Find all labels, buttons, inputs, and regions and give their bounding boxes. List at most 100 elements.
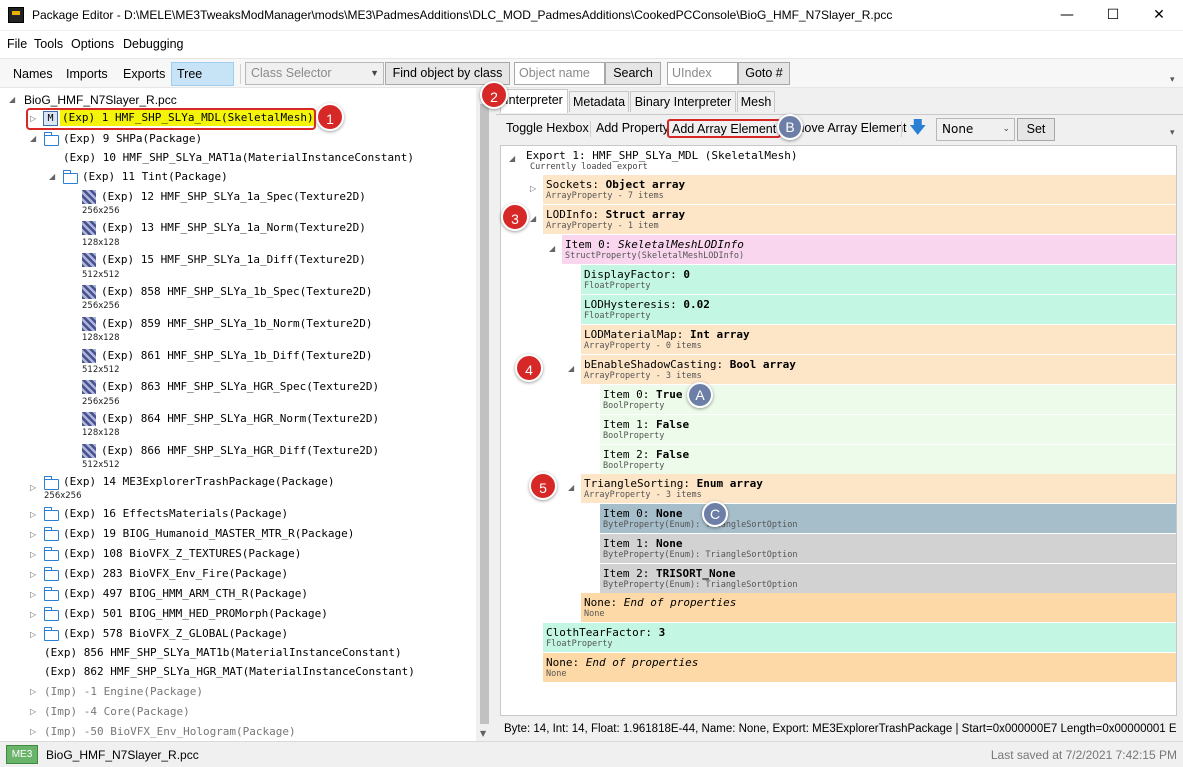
find-by-class-button[interactable]: Find object by class	[385, 62, 510, 85]
object-name-input[interactable]: Object name	[514, 62, 605, 85]
prop-row-end-outer[interactable]: None: End of properties None	[543, 653, 1176, 682]
prop-row-clothtearfactor[interactable]: ClothTearFactor: 3 FloatProperty	[543, 623, 1176, 652]
tree-item[interactable]: (Exp) 861 HMF_SHP_SLYa_1b_Diff(Texture2D…	[101, 349, 373, 362]
tab-interpreter[interactable]: Interpreter	[500, 89, 568, 113]
tree-item[interactable]: (Exp) 108 BioVFX_Z_TEXTURES(Package)	[63, 547, 302, 560]
tree-item[interactable]: (Imp) -4 Core(Package)	[44, 705, 190, 718]
expand-icon[interactable]: ▷	[530, 184, 537, 193]
imports-button[interactable]: Imports	[66, 67, 108, 81]
tree-item[interactable]: (Imp) -1 Engine(Package)	[44, 685, 203, 698]
prop-row-displayfactor[interactable]: DisplayFactor: 0 FloatProperty	[581, 265, 1176, 294]
tree-item[interactable]: (Exp) 9 SHPa(Package)	[63, 132, 203, 145]
set-button[interactable]: Set	[1017, 118, 1055, 141]
prop-row-sockets[interactable]: Sockets: Object array ArrayProperty - 7 …	[543, 175, 1176, 204]
tree-item[interactable]: (Exp) 11 Tint(Package)	[82, 170, 228, 183]
tree-item[interactable]: (Exp) 19 BIOG_Humanoid_MASTER_MTR_R(Pack…	[63, 527, 355, 540]
menu-file[interactable]: File	[7, 37, 28, 51]
expand-icon[interactable]: ▷	[30, 687, 37, 696]
collapse-icon[interactable]: ◢	[568, 364, 575, 373]
prop-row-bool-item2[interactable]: Item 2: False BoolProperty	[600, 445, 1176, 474]
collapse-icon[interactable]: ◢	[549, 244, 556, 253]
prop-row-enum-item2[interactable]: Item 2: TRISORT_None ByteProperty(Enum):…	[600, 564, 1176, 593]
close-button[interactable]: ✕	[1153, 7, 1165, 23]
expand-icon[interactable]: ▷	[30, 590, 37, 599]
tree-item[interactable]: (Exp) 578 BioVFX_Z_GLOBAL(Package)	[63, 627, 289, 640]
collapse-icon[interactable]: ◢	[9, 95, 16, 104]
collapse-icon[interactable]: ◢	[49, 172, 56, 181]
property-tree[interactable]: ◢ Export 1: HMF_SHP_SLYa_MDL (SkeletalMe…	[500, 145, 1177, 716]
menu-options[interactable]: Options	[71, 37, 115, 51]
scroll-thumb[interactable]	[480, 104, 489, 724]
expand-icon[interactable]: ▷	[30, 727, 37, 736]
add-array-element-button[interactable]: Add Array Element	[667, 119, 782, 138]
tree-item[interactable]: (Exp) 13 HMF_SHP_SLYa_1a_Norm(Texture2D)	[101, 221, 366, 234]
tab-mesh[interactable]: Mesh	[737, 91, 775, 112]
prop-row-enum-item0[interactable]: Item 0: None ByteProperty(Enum): Triangl…	[600, 504, 1176, 533]
tree-item-selected[interactable]: (Exp) 1 HMF_SHP_SLYa_MDL(SkeletalMesh)	[60, 110, 316, 126]
tree-item[interactable]: (Exp) 863 HMF_SHP_SLYa_HGR_Spec(Texture2…	[101, 380, 380, 393]
treeview-button[interactable]: Tree View	[171, 62, 234, 103]
prop-row-enum-item1[interactable]: Item 1: None ByteProperty(Enum): Triangl…	[600, 534, 1176, 563]
tree-item[interactable]: (Exp) 864 HMF_SHP_SLYa_HGR_Norm(Texture2…	[101, 412, 380, 425]
scroll-down-icon[interactable]: ▼	[480, 729, 487, 738]
tree-item[interactable]: (Exp) 862 HMF_SHP_SLYa_HGR_MAT(MaterialI…	[44, 665, 415, 678]
expand-icon[interactable]: ▷	[30, 570, 37, 579]
prop-row-lodhysteresis[interactable]: LODHysteresis: 0.02 FloatProperty	[581, 295, 1176, 324]
tree-root[interactable]: BioG_HMF_N7Slayer_R.pcc	[24, 93, 177, 107]
tree-item[interactable]: (Exp) 856 HMF_SHP_SLYa_MAT1b(MaterialIns…	[44, 646, 402, 659]
expand-icon[interactable]: ▷	[30, 707, 37, 716]
tab-binary-interpreter[interactable]: Binary Interpreter	[630, 91, 736, 112]
value-combo[interactable]: None ⌄	[936, 118, 1015, 141]
toolbar-overflow-icon[interactable]: ▾	[1170, 74, 1175, 84]
remove-array-element-button[interactable]: Remove Array Element	[778, 121, 907, 135]
expand-icon[interactable]: ▷	[30, 630, 37, 639]
toolbar-overflow-icon[interactable]: ▾	[1170, 128, 1175, 138]
names-button[interactable]: Names	[13, 67, 53, 81]
panel-splitter[interactable]	[493, 88, 496, 741]
tree-item[interactable]: (Imp) -50 BioVFX_Env_Hologram(Package)	[44, 725, 296, 738]
expand-icon[interactable]: ▷	[30, 550, 37, 559]
exports-button[interactable]: Exports	[123, 67, 166, 81]
toggle-hexbox-button[interactable]: Toggle Hexbox	[506, 121, 589, 135]
minimize-button[interactable]: —	[1060, 7, 1074, 23]
tree-item[interactable]: (Exp) 10 HMF_SHP_SLYa_MAT1a(MaterialInst…	[63, 151, 414, 164]
search-button[interactable]: Search	[605, 62, 661, 85]
prop-row-bool-item0[interactable]: Item 0: True BoolProperty	[600, 385, 1176, 414]
tree-item[interactable]: (Exp) 12 HMF_SHP_SLYa_1a_Spec(Texture2D)	[101, 190, 366, 203]
prop-row-lodinfo[interactable]: LODInfo: Struct array ArrayProperty - 1 …	[543, 205, 1176, 234]
tree-item[interactable]: (Exp) 15 HMF_SHP_SLYa_1a_Diff(Texture2D)	[101, 253, 366, 266]
tree-item[interactable]: (Exp) 14 ME3ExplorerTrashPackage(Package…	[63, 475, 335, 488]
prop-row-trianglesorting[interactable]: TriangleSorting: Enum array ArrayPropert…	[581, 474, 1176, 503]
add-property-button[interactable]: Add Property	[596, 121, 669, 135]
prop-row-lodinfo-item0[interactable]: Item 0: SkeletalMeshLODInfo StructProper…	[562, 235, 1176, 264]
collapse-icon[interactable]: ◢	[509, 154, 516, 163]
uindex-input[interactable]: UIndex	[667, 62, 738, 85]
tree-item[interactable]: (Exp) 501 BIOG_HMM_HED_PROMorph(Package)	[63, 607, 328, 620]
maximize-button[interactable]: ☐	[1106, 7, 1120, 23]
prop-row-lodmaterialmap[interactable]: LODMaterialMap: Int array ArrayProperty …	[581, 325, 1176, 354]
expand-icon[interactable]: ▷	[30, 483, 37, 492]
tree-item[interactable]: (Exp) 283 BioVFX_Env_Fire(Package)	[63, 567, 289, 580]
class-selector-combo[interactable]: Class Selector ▼	[245, 62, 384, 85]
tree-view[interactable]: ◢ BioG_HMF_N7Slayer_R.pcc ▷ M (Exp) 1 HM…	[0, 88, 476, 741]
tab-metadata[interactable]: Metadata	[569, 91, 629, 112]
menu-tools[interactable]: Tools	[34, 37, 64, 51]
tree-scrollbar[interactable]: ▲ ▼	[476, 88, 493, 741]
tree-item[interactable]: (Exp) 16 EffectsMaterials(Package)	[63, 507, 289, 520]
tree-item[interactable]: (Exp) 859 HMF_SHP_SLYa_1b_Norm(Texture2D…	[101, 317, 373, 330]
prop-row-bool-item1[interactable]: Item 1: False BoolProperty	[600, 415, 1176, 444]
tree-item[interactable]: (Exp) 497 BIOG_HMM_ARM_CTH_R(Package)	[63, 587, 309, 600]
collapse-icon[interactable]: ◢	[30, 134, 37, 143]
menu-debugging[interactable]: Debugging	[123, 37, 184, 51]
expand-icon[interactable]: ▷	[30, 530, 37, 539]
expand-icon[interactable]: ▷	[30, 510, 37, 519]
expand-icon[interactable]: ▷	[30, 114, 37, 123]
collapse-icon[interactable]: ◢	[568, 483, 575, 492]
prop-row-end-inner[interactable]: None: End of properties None	[581, 593, 1176, 622]
prop-row-shadowcasting[interactable]: bEnableShadowCasting: Bool array ArrayPr…	[581, 355, 1176, 384]
arrow-down-icon[interactable]: 🡇	[909, 118, 927, 138]
goto-button[interactable]: Goto #	[738, 62, 790, 85]
tree-item[interactable]: (Exp) 858 HMF_SHP_SLYa_1b_Spec(Texture2D…	[101, 285, 373, 298]
expand-icon[interactable]: ▷	[30, 610, 37, 619]
tree-item[interactable]: (Exp) 866 HMF_SHP_SLYa_HGR_Diff(Texture2…	[101, 444, 380, 457]
